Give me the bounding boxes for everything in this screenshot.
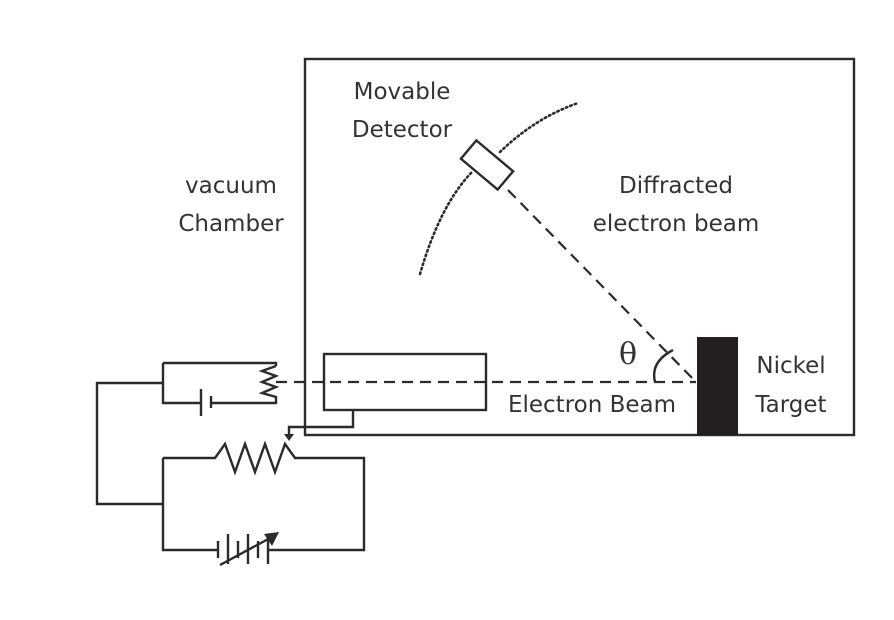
detector-label-line2: Detector [352,117,453,143]
filament-coil [212,364,280,405]
electron-beam-label-line2: electron beam [593,211,760,237]
rheostat-slider-arrow [284,434,294,441]
vacuum-chamber-box [303,57,856,437]
movable-detector [459,138,515,192]
target-label-line2: Target [754,392,826,418]
anode-cylinder [322,352,488,412]
detector-arc-path-upper [498,101,580,154]
vacuum-label-line1: vacuum [185,173,277,199]
electron-beam-label: Electron Beam [508,392,676,418]
theta-symbol: θ [619,337,637,372]
nickel-target [697,337,738,435]
connecting-wire [95,381,163,506]
variable-arrowhead [264,532,279,546]
variable-battery [216,532,279,567]
anode-lead-wire [287,410,355,437]
diffracted-label-line1: Diffracted [619,173,733,199]
rheostat-resistor [163,440,366,552]
nickel-label-line1: Nickel [756,353,825,379]
filament-circuit-left [161,363,200,405]
detector-arc-path [418,170,474,276]
filament-circuit-wire [163,361,278,366]
movable-label-line1: Movable [354,79,451,105]
accelerating-circuit-wire [161,458,218,552]
chamber-label-line2: Chamber [178,211,284,237]
diffracted-beam-line [507,189,697,383]
theta-angle-arc [652,348,674,383]
